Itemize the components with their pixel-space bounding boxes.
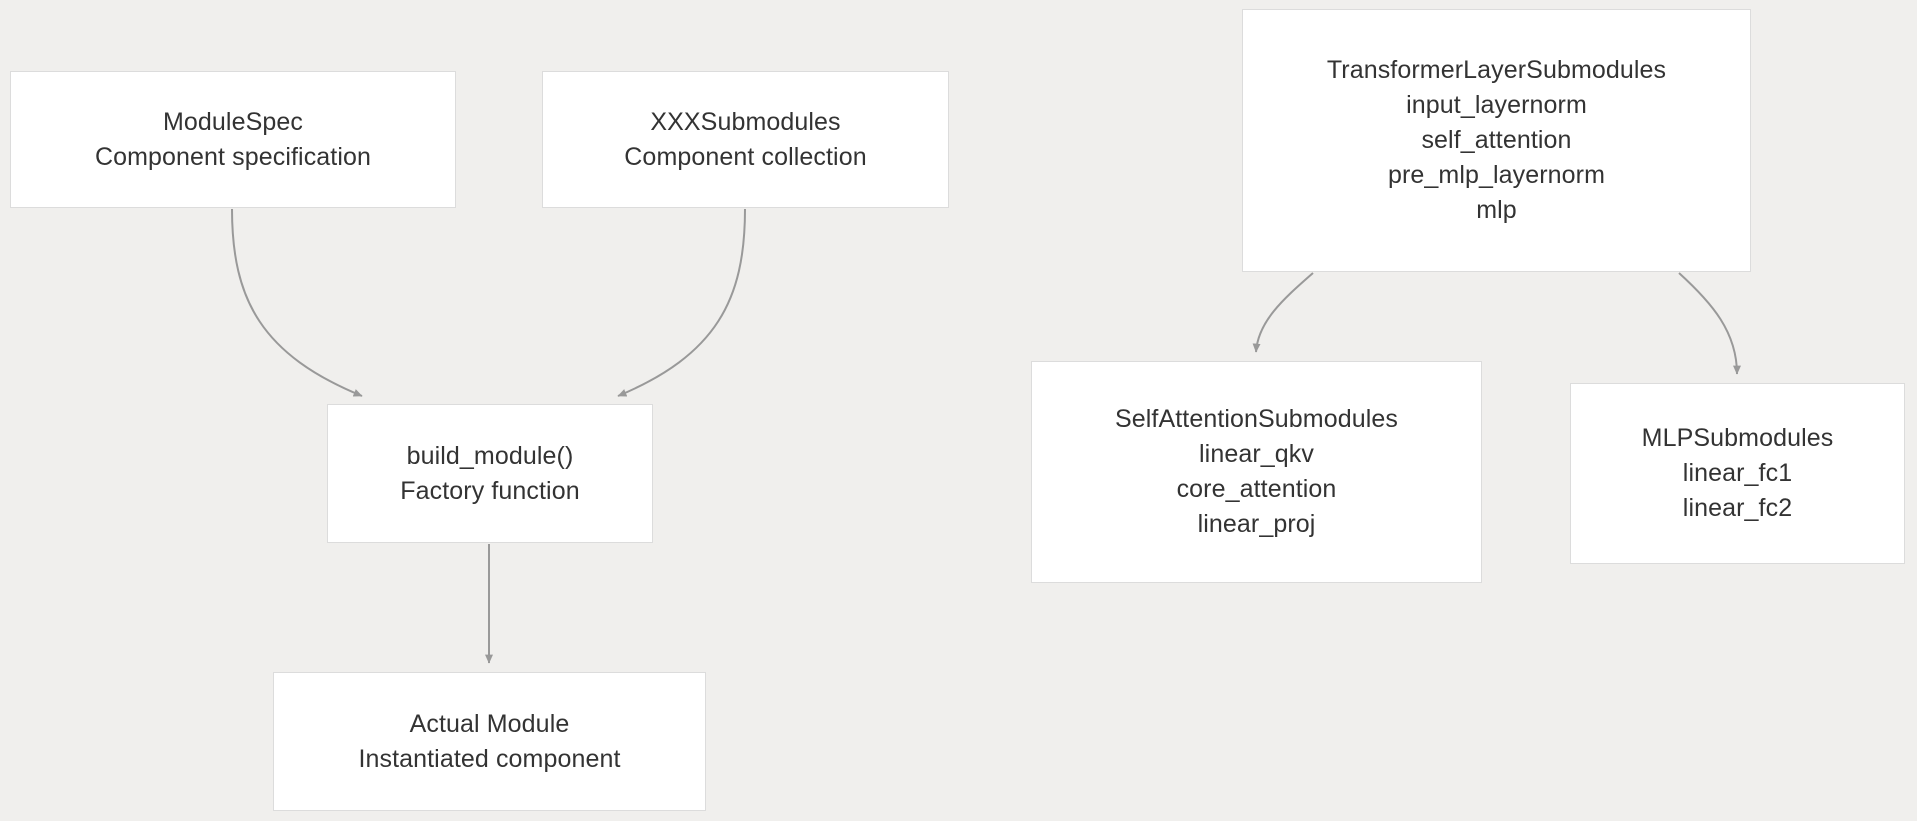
node-title: TransformerLayerSubmodules <box>1326 56 1667 84</box>
node-detail-line: linear_fc2 <box>1682 494 1793 522</box>
node-title: ModuleSpec <box>163 107 303 136</box>
edge-xxx-submodules-to-build-module <box>617 208 746 397</box>
node-detail-line: pre_mlp_layernorm <box>1387 161 1606 189</box>
node-detail-line: Component specification <box>94 142 372 171</box>
edge-transformer-to-self-attention <box>1252 272 1314 353</box>
node-detail-line: linear_proj <box>1197 510 1316 538</box>
node-self-attention-submodules[interactable]: SelfAttentionSubmodules linear_qkv core_at… <box>1031 361 1482 583</box>
node-detail-line: Component collection <box>624 142 867 171</box>
node-title: SelfAttentionSubmodules <box>1114 405 1399 433</box>
node-detail-line: linear_qkv <box>1199 440 1314 468</box>
node-detail-line: Instantiated component <box>358 744 621 773</box>
node-detail-line: input_layernorm <box>1406 91 1587 119</box>
edge-transformer-to-mlp <box>1678 272 1741 375</box>
node-build-module[interactable]: build_module() Factory function <box>327 404 653 543</box>
node-title: build_module() <box>406 441 574 470</box>
node-detail-line: linear_fc1 <box>1682 459 1793 487</box>
node-detail-line: core_attention <box>1176 475 1337 503</box>
node-mlp-submodules[interactable]: MLPSubmodules linear_fc1 linear_fc2 <box>1570 383 1905 564</box>
node-detail-line: Factory function <box>400 476 580 505</box>
edge-module-spec-to-build-module <box>231 208 363 397</box>
node-transformer-layer-submodules[interactable]: TransformerLayerSubmodules input_layernor… <box>1242 9 1751 272</box>
node-title: MLPSubmodules <box>1641 424 1834 452</box>
node-title: Actual Module <box>409 709 570 738</box>
node-detail-line: mlp <box>1476 196 1517 224</box>
node-title: XXXSubmodules <box>650 107 841 136</box>
node-detail-line: self_attention <box>1421 126 1572 154</box>
